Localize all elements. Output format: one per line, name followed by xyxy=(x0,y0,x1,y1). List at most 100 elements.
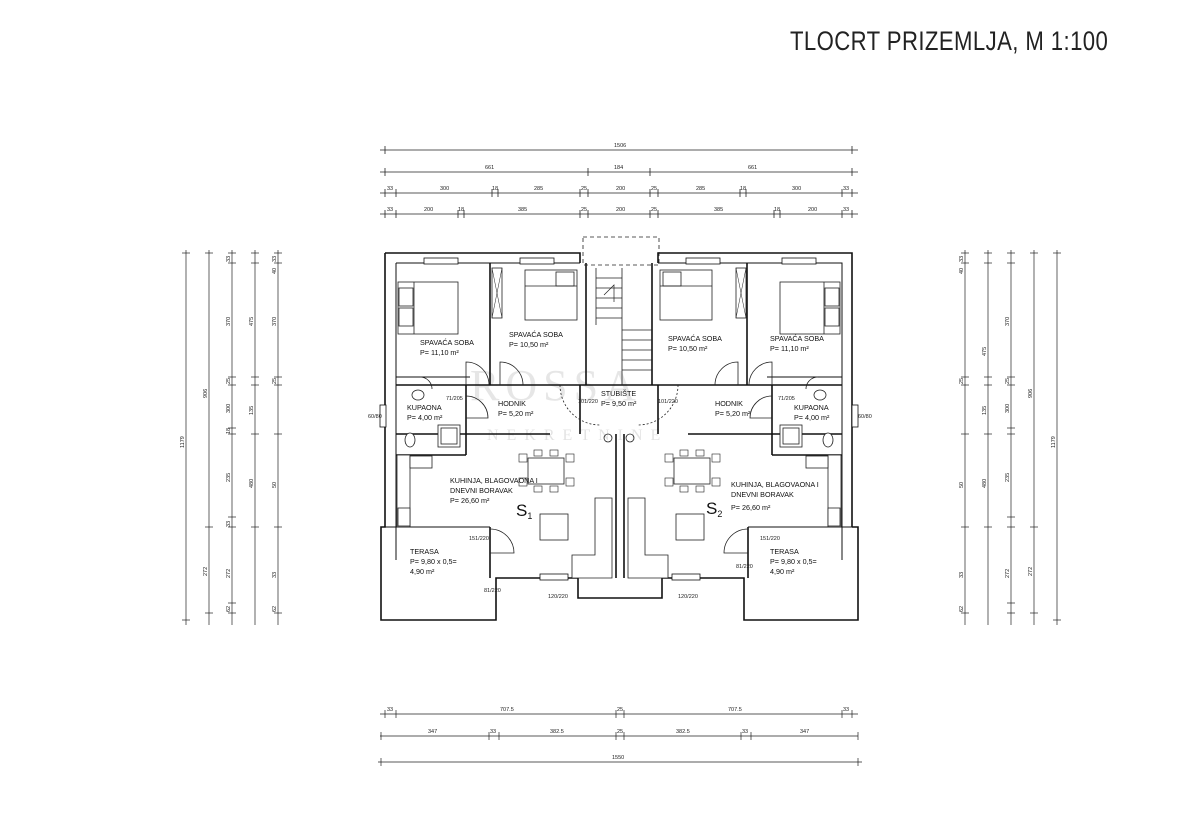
dim-left-c5: 235 xyxy=(226,473,232,482)
dim-right-d1: 135 xyxy=(982,406,988,415)
dim-left-c8: 62 xyxy=(226,606,232,612)
dim-top-r4-10: 33 xyxy=(843,207,849,213)
room-name: KUPAONA xyxy=(794,403,829,412)
dim-left-total: 1179 xyxy=(180,436,186,448)
opening-label: 151/220 xyxy=(469,536,489,542)
sink-icon xyxy=(827,507,841,527)
sink-icon xyxy=(411,389,425,401)
unit-letter: S xyxy=(706,499,717,518)
dim-left-c3: 300 xyxy=(226,404,232,413)
dim-right-e6: 62 xyxy=(959,606,965,612)
dim-left-e6: 62 xyxy=(272,606,278,612)
sink-icon xyxy=(397,507,411,527)
opening-label: 151/220 xyxy=(760,536,780,542)
room-area: P= 5,20 m² xyxy=(498,409,534,418)
dim-right-e1: 40 xyxy=(959,268,965,274)
dim-bot-r1-2: 25 xyxy=(617,707,623,713)
coffee-table-icon xyxy=(539,513,569,541)
side-dimension-values: 1179 906 272 33 370 25 300 18 235 33 272… xyxy=(180,256,1057,612)
dim-bot-r1-0: 33 xyxy=(387,707,393,713)
dim-top-r4-2: 18 xyxy=(458,207,464,213)
room-labels: SPAVAĆA SOBA P= 11,10 m² SPAVAĆA SOBA P=… xyxy=(407,330,830,576)
dim-top-r4-9: 200 xyxy=(808,207,817,213)
dim-top-r3-4: 25 xyxy=(581,186,587,192)
furniture-bath xyxy=(404,389,834,448)
dim-top-r4-3: 385 xyxy=(518,207,527,213)
room-area: P= 10,50 m² xyxy=(668,344,708,353)
dim-bot-r1-1: 707.5 xyxy=(500,707,514,713)
dim-left-b1: 272 xyxy=(203,567,209,576)
door-swings xyxy=(419,361,819,554)
dim-top-r4-6: 25 xyxy=(651,207,657,213)
dim-top-r3-10: 33 xyxy=(843,186,849,192)
dim-right-e3: 25 xyxy=(959,378,965,384)
dim-bot-r2-3: 25 xyxy=(617,729,623,735)
dim-top-r3-2: 18 xyxy=(492,186,498,192)
dim-top-r3-0: 33 xyxy=(387,186,393,192)
dim-right-d2: 480 xyxy=(982,479,988,488)
dim-top-r2-0: 661 xyxy=(485,165,494,171)
dim-top-r3-8: 18 xyxy=(740,186,746,192)
dim-top-r2-2: 661 xyxy=(748,165,757,171)
room-area: P= 9,80 x 0,5= xyxy=(770,557,817,566)
room-area: P= 9,80 x 0,5= xyxy=(410,557,457,566)
unit-letter: S xyxy=(516,501,527,520)
room-area: P= 26,60 m² xyxy=(450,496,490,505)
dim-bot-r1-3: 707.5 xyxy=(728,707,742,713)
dim-left-e0: 33 xyxy=(272,256,278,262)
dim-right-e5: 33 xyxy=(959,572,965,578)
room-area: P= 11,10 m² xyxy=(420,348,459,357)
room-area: 4,90 m² xyxy=(410,567,435,576)
dim-left-e5: 33 xyxy=(272,572,278,578)
opening-labels: 101/220 101/220 81/220 81/220 71/205 71/… xyxy=(368,396,872,600)
unit-label-s1: S1 xyxy=(516,501,532,521)
windows xyxy=(379,257,859,581)
dim-top-r4-1: 200 xyxy=(424,207,433,213)
room-name: TERASA xyxy=(410,547,439,556)
dim-top-r3-7: 285 xyxy=(696,186,705,192)
dim-top-r3-5: 200 xyxy=(616,186,625,192)
dim-top-r3-3: 285 xyxy=(534,186,543,192)
dim-right-c5: 235 xyxy=(1005,473,1011,482)
bottom-dimension-values: 33 707.5 25 707.5 33 347 33 382.5 25 382… xyxy=(387,707,849,761)
room-name: HODNIK xyxy=(715,399,743,408)
sink-icon xyxy=(813,389,827,401)
dim-right-e4: 50 xyxy=(959,482,965,488)
room-name: DNEVNI BORAVAK xyxy=(731,490,794,499)
opening-label: 60/80 xyxy=(858,414,872,420)
dim-bot-r1-4: 33 xyxy=(843,707,849,713)
dim-bot-r2-2: 382.5 xyxy=(550,729,564,735)
dim-left-e3: 25 xyxy=(272,378,278,384)
room-area: P= 4,00 m² xyxy=(407,413,443,422)
room-name: SPAVAĆA SOBA xyxy=(668,334,722,343)
dim-left-b0: 906 xyxy=(203,389,209,398)
dim-left-c6: 33 xyxy=(226,521,232,527)
dim-top-r3-9: 300 xyxy=(792,186,801,192)
dim-top-r4-4: 25 xyxy=(581,207,587,213)
dim-left-c7: 272 xyxy=(226,569,232,578)
unit-labels: S1 S2 xyxy=(516,499,722,521)
dim-top-r4-5: 200 xyxy=(616,207,625,213)
room-name: SPAVAĆA SOBA xyxy=(770,334,824,343)
dim-top-r2-1: 184 xyxy=(614,165,623,171)
dim-top-r4-7: 385 xyxy=(714,207,723,213)
opening-label: 60/80 xyxy=(368,414,382,420)
opening-label: 71/205 xyxy=(446,396,463,402)
room-area: P= 10,50 m² xyxy=(509,340,549,349)
toilet-icon xyxy=(404,432,416,448)
room-name: SPAVAĆA SOBA xyxy=(420,338,474,347)
top-dimensions xyxy=(380,149,858,215)
room-name: TERASA xyxy=(770,547,799,556)
sofa-icon xyxy=(627,497,669,579)
opening-label: 120/220 xyxy=(548,594,568,600)
opening-label: 81/220 xyxy=(736,564,753,570)
opening-label: 71/205 xyxy=(778,396,795,402)
dining-table-icon xyxy=(527,457,565,485)
dim-left-e1: 40 xyxy=(272,268,278,274)
dim-left-c1: 370 xyxy=(226,317,232,326)
coffee-table-icon xyxy=(675,513,705,541)
room-name: KUHINJA, BLAGOVAONA I xyxy=(731,480,819,489)
dim-right-c2: 25 xyxy=(1005,378,1011,384)
bottom-dimensions xyxy=(378,710,862,766)
